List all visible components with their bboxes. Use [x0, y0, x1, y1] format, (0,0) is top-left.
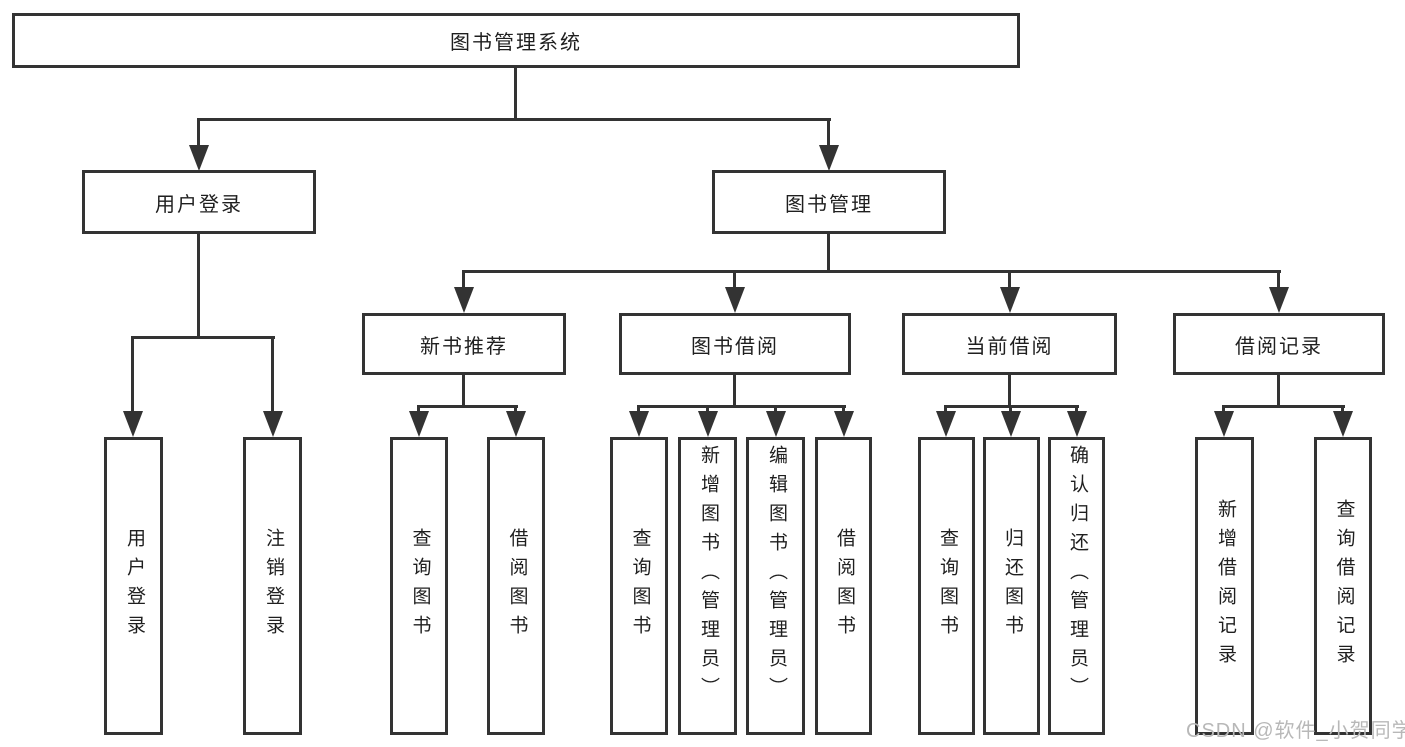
- connector-line: [197, 233, 200, 338]
- connector-line: [637, 405, 846, 408]
- connector-line: [1075, 405, 1078, 415]
- arrow-down: [1067, 411, 1087, 437]
- leaf-borrow-books-recommend: 借阅图书: [487, 437, 545, 735]
- leaf-label: 借阅图书: [506, 528, 528, 644]
- arrow-down: [263, 411, 283, 437]
- csdn-watermark: CSDN @软件_小贺同学: [1186, 720, 1405, 742]
- node-label: 新书推荐: [420, 335, 508, 358]
- arrow-down: [629, 411, 649, 437]
- connector-line: [944, 405, 947, 415]
- arrow-down: [1000, 287, 1020, 313]
- leaf-label: 确认归还（管理员）: [1066, 445, 1088, 706]
- node-library-system: 图书管理系统: [12, 13, 1020, 68]
- arrow-down: [454, 287, 474, 313]
- arrow-down: [936, 411, 956, 437]
- connector-line: [733, 375, 736, 408]
- connector-line: [733, 270, 736, 292]
- connector-line: [637, 405, 640, 415]
- connector-line: [197, 118, 831, 121]
- leaf-label: 注销登录: [262, 528, 284, 644]
- node-book-management: 图书管理: [712, 170, 946, 234]
- node-label: 当前借阅: [965, 335, 1054, 358]
- leaf-label: 归还图书: [1001, 528, 1023, 644]
- connector-line: [827, 233, 830, 273]
- node-label: 借阅记录: [1235, 335, 1323, 358]
- connector-line: [1277, 375, 1280, 408]
- connector-line: [842, 405, 845, 415]
- connector-line: [827, 118, 830, 148]
- node-book-borrowing: 图书借阅: [619, 313, 851, 375]
- arrow-down: [1333, 411, 1353, 437]
- leaf-logout: 注销登录: [243, 437, 302, 735]
- connector-line: [1277, 270, 1280, 292]
- connector-line: [1008, 375, 1011, 408]
- connector-line: [1008, 270, 1011, 292]
- arrow-down: [409, 411, 429, 437]
- node-user-login-branch: 用户登录: [82, 170, 316, 234]
- arrow-down: [698, 411, 718, 437]
- leaf-add-borrow-record: 新增借阅记录: [1195, 437, 1254, 735]
- connector-line: [462, 375, 465, 408]
- arrow-down: [506, 411, 526, 437]
- connector-line: [131, 336, 134, 414]
- leaf-borrow-books: 借阅图书: [815, 437, 872, 735]
- arrow-down: [189, 145, 209, 171]
- leaf-edit-book-admin: 编辑图书（管理员）: [746, 437, 805, 735]
- leaf-confirm-return-admin: 确认归还（管理员）: [1048, 437, 1105, 735]
- connector-line: [706, 405, 709, 415]
- leaf-label: 用户登录: [123, 528, 145, 644]
- leaf-label: 查询借阅记录: [1333, 499, 1355, 673]
- connector-line: [774, 405, 777, 415]
- connector-line: [1222, 405, 1345, 408]
- arrow-down: [819, 145, 839, 171]
- connector-line: [417, 405, 420, 415]
- leaf-user-login: 用户登录: [104, 437, 163, 735]
- connector-line: [462, 270, 465, 292]
- connector-line: [1341, 405, 1344, 415]
- leaf-label: 查询图书: [936, 528, 958, 644]
- arrow-down: [834, 411, 854, 437]
- node-label: 图书借阅: [691, 335, 779, 358]
- connector-line: [417, 405, 518, 408]
- arrow-down: [1269, 287, 1289, 313]
- node-current-borrowing: 当前借阅: [902, 313, 1117, 375]
- node-borrowing-records: 借阅记录: [1173, 313, 1385, 375]
- connector-line: [1222, 405, 1225, 415]
- node-label: 图书管理系统: [450, 32, 582, 54]
- leaf-query-borrow-record: 查询借阅记录: [1314, 437, 1372, 735]
- arrow-down: [123, 411, 143, 437]
- connector-line: [462, 270, 1281, 273]
- leaf-label: 新增图书（管理员）: [697, 445, 719, 706]
- arrow-down: [766, 411, 786, 437]
- leaf-query-books-borrow: 查询图书: [610, 437, 668, 735]
- node-label: 图书管理: [785, 193, 873, 216]
- leaf-label: 新增借阅记录: [1214, 499, 1236, 673]
- leaf-label: 编辑图书（管理员）: [765, 445, 787, 706]
- connector-line: [271, 336, 274, 414]
- connector-line: [514, 405, 517, 415]
- leaf-return-books: 归还图书: [983, 437, 1040, 735]
- leaf-add-book-admin: 新增图书（管理员）: [678, 437, 737, 735]
- leaf-label: 借阅图书: [833, 528, 855, 644]
- arrow-down: [725, 287, 745, 313]
- arrow-down: [1214, 411, 1234, 437]
- node-new-book-recommend: 新书推荐: [362, 313, 566, 375]
- connector-line: [131, 336, 275, 339]
- node-label: 用户登录: [155, 193, 243, 216]
- connector-line: [1009, 405, 1012, 415]
- leaf-query-books-current: 查询图书: [918, 437, 975, 735]
- arrow-down: [1001, 411, 1021, 437]
- leaf-query-books-recommend: 查询图书: [390, 437, 448, 735]
- leaf-label: 查询图书: [629, 528, 651, 644]
- connector-line: [197, 118, 200, 148]
- leaf-label: 查询图书: [409, 528, 431, 644]
- connector-line: [514, 67, 517, 121]
